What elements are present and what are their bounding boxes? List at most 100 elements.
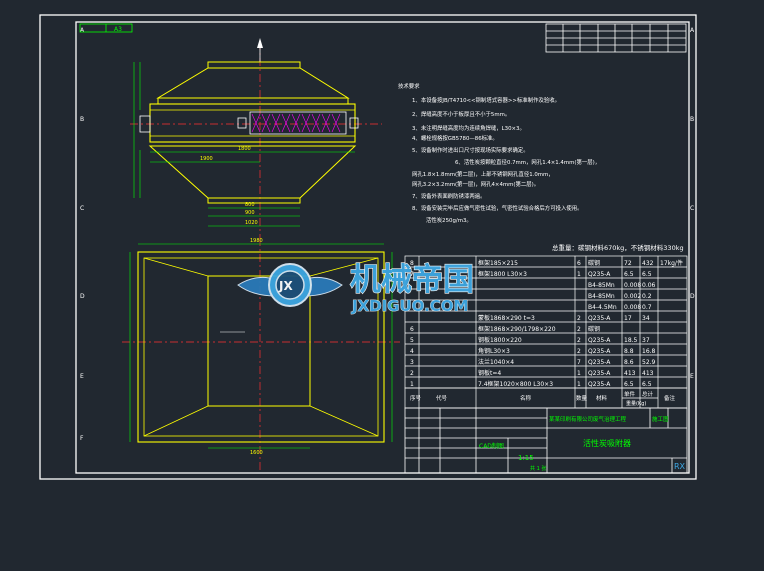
dim-900: 900 (245, 210, 255, 216)
plan-inner (143, 257, 379, 437)
zone-c: C (80, 205, 84, 212)
col-no: 序号 (410, 394, 422, 402)
dim-1900: 1900 (200, 156, 213, 162)
part-unit-2: 0.008 (624, 282, 641, 289)
part-mat-7: Q235-A (588, 337, 611, 344)
flow-arrow-up-icon (257, 38, 263, 48)
stamp-id: A3 (114, 26, 122, 33)
note-5: 5、设备制作时进出口尺寸按现场实际要求确定。 (412, 146, 529, 154)
door-handle-left (237, 117, 247, 129)
plan-corner-br (309, 405, 379, 437)
dim-1800-top: 1800 (238, 146, 251, 152)
note-8b: 活性炭250g/m3。 (426, 216, 472, 224)
plan-view[interactable]: 1980 1600 (122, 238, 400, 470)
part-qty-10: 1 (577, 370, 581, 377)
watermark: JX 机械帝国 JXDIGUO.COM (237, 261, 475, 315)
plan-outlet (207, 275, 311, 407)
inner-frame (75, 21, 690, 474)
part-name-11: 7.4框架1020×800 L30×3 (478, 380, 553, 388)
part-mat-10: Q235-A (588, 370, 611, 377)
bottom-hood (148, 145, 357, 199)
elevation-view[interactable]: 1800 1900 800 900 1020 (130, 38, 382, 238)
part-qty-11: 1 (577, 381, 581, 388)
part-no-6: 6 (410, 326, 414, 333)
part-mat-9: Q235-A (588, 359, 611, 366)
part-no-11: 1 (410, 381, 414, 388)
part-no-10: 2 (410, 370, 414, 377)
part-mat-4: B4-4.5Mn (588, 304, 617, 311)
side-inlet (139, 115, 151, 133)
part-name-6: 框架1868×290/1798×220 (478, 325, 556, 333)
part-unit-7: 18.5 (624, 337, 638, 344)
part-name-0: 框架185×215 (478, 259, 518, 267)
part-qty-8: 2 (577, 348, 581, 355)
plan-corner-tr (309, 257, 379, 277)
part-qty-6: 2 (577, 326, 581, 333)
part-no-1: 7 (410, 271, 414, 278)
note-8: 8、设备安装完毕后应做气密性试验，气密性试验合格后方可投入使用。 (412, 204, 583, 212)
side-zone-labels: A B C D E F A B C D E (80, 27, 695, 442)
title-block[interactable]: 某某印刷有限公司废气治理工程 施工图 活性炭吸附器 CAD制图 1:15 共 1… (404, 407, 688, 474)
part-unit-0: 72 (624, 260, 632, 267)
zone-e: E (80, 373, 84, 380)
sheet-count: 共 1 张 (530, 465, 546, 472)
note-1: 1、本设备按JB/T4710<<钢制塔式容器>>标准制作及验收。 (412, 96, 560, 104)
part-no-7: 5 (410, 337, 414, 344)
note-4: 4、螺栓规格按GB5780—86标准。 (412, 134, 498, 142)
plan-outer (137, 251, 385, 443)
part-total-2: 0.06 (642, 282, 656, 289)
part-name-1: 框架1800 L30×3 (478, 270, 527, 278)
revision-table (545, 23, 687, 53)
notes-title: 技术要求 (398, 82, 420, 90)
zone-a-right: A (690, 27, 695, 34)
logo-letters: JX (278, 279, 293, 293)
part-mat-1: Q235-A (588, 271, 611, 278)
part-name-5: 蒙板1868×290 t=3 (478, 314, 535, 322)
part-unit-9: 8.6 (624, 359, 634, 366)
door-handle-right (349, 117, 359, 129)
part-unit-8: 8.8 (624, 348, 634, 355)
zone-b: B (80, 116, 84, 123)
col-qty: 数量 (576, 394, 588, 402)
note-2: 2、焊缝高度不小于板厚且不小于5mm。 (412, 110, 510, 118)
carbon-bed-hatch (251, 113, 341, 133)
col-code: 代号 (436, 394, 448, 402)
title-block-grid (404, 407, 688, 474)
zone-c-right: C (690, 205, 694, 212)
part-qty-7: 2 (577, 337, 581, 344)
part-name-7: 钢板1800×220 (478, 336, 522, 344)
part-unit-5: 17 (624, 315, 632, 322)
cad-label: CAD制图 (479, 442, 504, 450)
part-mat-6: 碳钢 (588, 325, 600, 333)
elevation-dimensions (133, 62, 355, 227)
part-total-5: 34 (642, 315, 650, 322)
part-no-0: 8 (410, 260, 414, 267)
part-total-4: 0.7 (642, 304, 652, 311)
brand-chinese: 机械帝国 (350, 262, 474, 298)
part-total-9: 52.9 (642, 359, 656, 366)
brand-english: JXDIGUO.COM (351, 297, 468, 315)
dim-800: 800 (245, 202, 255, 208)
top-hood (156, 67, 350, 99)
note-3: 3、未注明焊缝高度均为连续角焊缝，L30×3。 (412, 124, 525, 132)
zone-d: D (80, 293, 85, 300)
col-total: 总计 (642, 390, 654, 398)
design-stage: 施工图 (652, 415, 669, 423)
part-qty-9: 7 (577, 359, 581, 366)
part-name-10: 钢板t=4 (478, 369, 501, 377)
gear-hub-icon (275, 270, 305, 300)
dim-1600: 1600 (250, 450, 263, 456)
part-mat-2: B4-85Mn (588, 282, 615, 289)
drawing-title: 活性炭吸附器 (583, 438, 631, 448)
top-outlet-flange (207, 61, 301, 69)
part-total-7: 37 (642, 337, 650, 344)
part-unit-3: 0.002 (624, 293, 641, 300)
part-no-8: 4 (410, 348, 414, 355)
col-material: 材料 (596, 394, 608, 402)
col-weight-unit: 重量(Kg) (626, 400, 646, 407)
part-unit-4: 0.008 (624, 304, 641, 311)
part-mat-11: Q235-A (588, 381, 611, 388)
zone-e-right: E (690, 373, 694, 380)
